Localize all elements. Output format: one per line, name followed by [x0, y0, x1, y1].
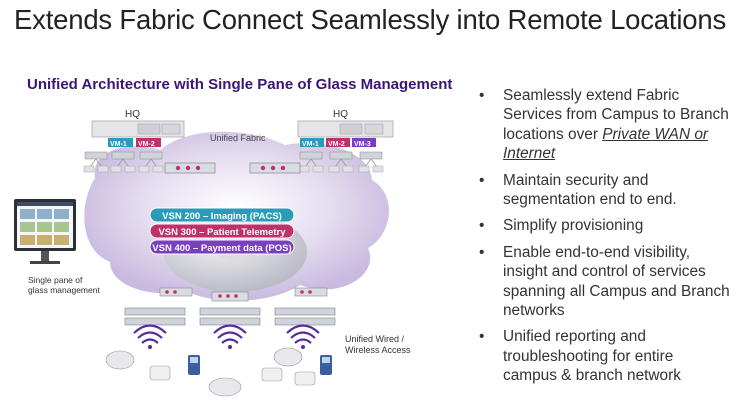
wifi-icon: [133, 324, 167, 349]
bullet-text: Maintain security and: [503, 171, 649, 189]
vm-badge: [108, 138, 133, 147]
slide-subtitle: Unified Architecture with Single Pane of…: [27, 76, 453, 93]
bullet-text: Simplify provisioning: [503, 217, 644, 235]
vm-badge: [300, 138, 324, 147]
hq-right-label: HQ: [333, 109, 348, 120]
bullet-item: • Unified reporting and troubleshooting …: [476, 327, 748, 385]
edge-switch: [159, 287, 193, 297]
bullet-text: Services from Campus to Branch: [503, 106, 729, 124]
pos-terminal-icon: [320, 355, 332, 375]
vm-label: VM-1: [110, 141, 127, 148]
hq-left-site: HQ VM-1 VM-2: [83, 109, 216, 174]
vm-label: VM-2: [138, 141, 155, 148]
vsn-tunnel: VSN 300 – Patient Telemetry: [149, 223, 295, 239]
bullet-text: segmentation end to end.: [503, 191, 677, 209]
unified-wired-label-line1: Unified Wired /: [345, 334, 405, 344]
unified-wired-label-line2: Wireless Access: [345, 345, 411, 355]
vsn-300-label: VSN 300 – Patient Telemetry: [158, 227, 286, 238]
bullet-glyph: •: [479, 243, 485, 261]
bullet-underlined-text: Internet: [503, 145, 556, 163]
wifi-icon: [286, 324, 320, 349]
bullet-text: networks: [503, 302, 565, 320]
bullet-text: campus & branch network: [503, 367, 681, 385]
bullet-item: • Enable end-to-end visibility, insight …: [476, 243, 748, 321]
bullet-text: locations over: [503, 125, 603, 143]
edge-switch: [211, 291, 249, 302]
medical-device-icon: [273, 347, 316, 386]
wifi-icon: [213, 324, 247, 349]
bullet-text: Unified reporting and: [503, 328, 646, 346]
bullet-text: Seamlessly extend Fabric: [503, 87, 680, 104]
bullet-text: spanning all Campus and Branch: [503, 282, 730, 300]
unified-fabric-label: Unified Fabric: [210, 133, 266, 143]
medical-device-icon: [208, 367, 283, 397]
bullet-item: • Simplify provisioning: [476, 216, 748, 235]
hq-right-site: HQ VM-1 VM-2 VM-3: [249, 109, 394, 174]
bullet-underlined-text: Private WAN or: [602, 125, 709, 143]
single-pane-label-line1: Single pane of: [28, 275, 83, 285]
medical-device-icon: [105, 350, 171, 381]
bullet-glyph: •: [479, 328, 485, 346]
single-pane-label-line2: glass management: [28, 285, 100, 295]
vm-label: VM-2: [328, 141, 345, 148]
edge-switch: [294, 287, 328, 297]
pos-terminal-icon: [188, 355, 200, 375]
vm-badge: [352, 138, 376, 147]
bullet-item: • Seamlessly extend Fabric Services from…: [476, 86, 748, 164]
vsn-tunnel: VSN 200 – Imaging (PACS): [149, 207, 295, 223]
bullet-text: Enable end-to-end visibility,: [503, 243, 691, 261]
vm-badge: [136, 138, 161, 147]
fabric-diagram: HQ VM-1 VM-2 HQ VM-1 VM-2 VM-3: [14, 109, 411, 397]
vm-badge: [326, 138, 350, 147]
management-monitor-icon: [14, 199, 76, 264]
vm-label: VM-3: [354, 141, 371, 148]
slide-title: Extends Fabric Connect Seamlessly into R…: [14, 4, 726, 35]
bullet-list: • Seamlessly extend Fabric Services from…: [476, 86, 748, 393]
bullet-text: insight and control of services: [503, 263, 706, 281]
vsn-200-label: VSN 200 – Imaging (PACS): [162, 211, 282, 222]
vsn-tunnel: VSN 400 – Payment data (POS): [149, 239, 295, 255]
bullet-item: • Maintain security and segmentation end…: [476, 171, 748, 210]
vm-label: VM-1: [302, 141, 319, 148]
vsn-400-label: VSN 400 – Payment data (POS): [152, 243, 291, 254]
access-switches: [124, 307, 336, 326]
bullet-glyph: •: [479, 87, 485, 104]
bullet-glyph: •: [479, 217, 485, 235]
bullet-glyph: •: [479, 171, 485, 189]
hq-left-label: HQ: [125, 109, 140, 120]
bullet-text: troubleshooting for entire: [503, 347, 674, 365]
